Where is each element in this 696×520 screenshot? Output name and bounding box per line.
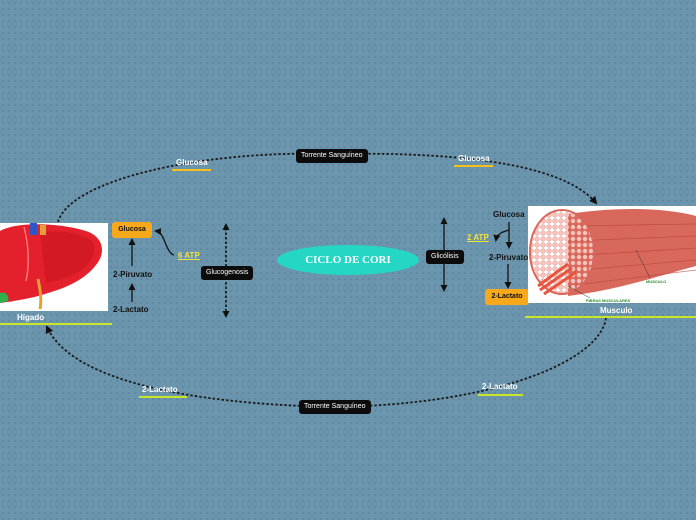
muscle-caption: MUSCULO — [646, 279, 666, 284]
liver-image — [0, 223, 108, 311]
arrow-atp-to-glucose — [154, 228, 175, 256]
muscle-atp-label: 2 ATP — [467, 233, 489, 242]
muscle-label: Musculo — [600, 306, 633, 315]
liver-lactate-label: 2-Lactato — [113, 305, 149, 314]
arrow-to-atp — [493, 229, 510, 242]
bottom-right-lactate-label: 2-Lactato — [482, 382, 518, 391]
bottom-right-lactate-underline — [478, 394, 523, 396]
top-left-glucose-label: Glucosa — [176, 158, 208, 167]
liver-pyruvate-label: 2-Piruvato — [113, 270, 153, 279]
liver-label-underline — [0, 323, 112, 325]
liver-glucose-box: Glucosa — [112, 222, 152, 238]
top-right-glucose-underline — [454, 165, 493, 167]
liver-atp-label: 6 ATP — [178, 251, 200, 260]
liver-label: Hígado — [17, 313, 45, 322]
center-title-node[interactable]: CICLO DE CORI — [277, 245, 419, 275]
bottom-bloodstream-node[interactable]: Torrente Sanguíneo — [299, 400, 371, 414]
muscle-label-underline — [525, 316, 696, 318]
muscle-glucose-label: Glucosa — [493, 210, 525, 219]
muscle-image: FIBRAS MUSCULARES MUSCULO — [528, 206, 696, 303]
muscle-pyruvate-label: 2-Piruvato — [489, 253, 529, 262]
liver-illustration-icon — [0, 223, 102, 310]
muscle-lactate-box: 2-Lactato — [485, 289, 529, 305]
top-bloodstream-node[interactable]: Torrente Sanguíneo — [296, 149, 368, 163]
top-bloodstream-path — [57, 152, 598, 223]
top-right-glucose-label: Glucosa — [458, 154, 490, 163]
glucogenosis-node[interactable]: Glucogenosis — [201, 266, 254, 280]
muscle-illustration-icon: FIBRAS MUSCULARES MUSCULO — [529, 209, 696, 303]
muscle-fibers-caption: FIBRAS MUSCULARES — [586, 298, 631, 303]
glicolisis-node[interactable]: Glicólisis — [426, 250, 464, 264]
bottom-left-lactate-label: 2-Lactato — [142, 385, 178, 394]
bottom-left-lactate-underline — [139, 396, 187, 398]
top-left-glucose-underline — [172, 169, 211, 171]
